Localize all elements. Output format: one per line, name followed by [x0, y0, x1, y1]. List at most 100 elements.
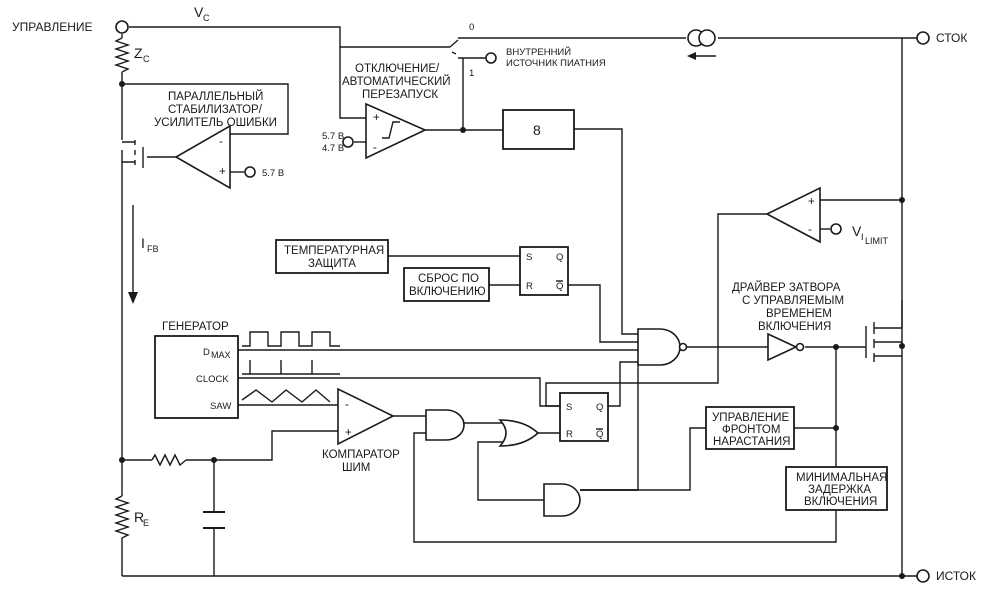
- ilimit-ref-pin: [830, 223, 842, 235]
- gate-driver: ДРАЙВЕР ЗАТВОРА С УПРАВЛЯЕМЫМ ВРЕМЕНЕМ В…: [732, 281, 844, 362]
- svg-text:МИНИМАЛЬНАЯ: МИНИМАЛЬНАЯ: [796, 472, 887, 484]
- svg-text:+: +: [345, 427, 352, 439]
- svg-text:+: +: [808, 196, 815, 208]
- svg-text:ОТКЛЮЧЕНИЕ/: ОТКЛЮЧЕНИЕ/: [355, 63, 440, 75]
- driver-label-3: ВРЕМЕНЕМ: [766, 308, 832, 320]
- junctions: [119, 81, 905, 579]
- hyst-v2: 4.7 В: [322, 143, 344, 154]
- oscillator: ГЕНЕРАТОР D MAX CLOCK SAW: [154, 321, 340, 419]
- svg-text:НАРАСТАНИЯ: НАРАСТАНИЯ: [713, 436, 790, 448]
- driver-label-1: ДРАЙВЕР ЗАТВОРА: [732, 281, 841, 294]
- drain-pin: [916, 31, 930, 45]
- svg-text:ТЕМПЕРАТУРНАЯ: ТЕМПЕРАТУРНАЯ: [284, 245, 384, 257]
- control-label: УПРАВЛЕНИЕ: [12, 20, 93, 34]
- svg-text:Q: Q: [596, 402, 603, 413]
- source-pin: [916, 569, 930, 583]
- current-sense-symbol: [687, 29, 716, 60]
- shunt-title-1: ПАРАЛЛЕЛЬНЫЙ: [168, 90, 263, 103]
- internal-supply-label-1: ВНУТРЕННИЙ: [506, 46, 571, 58]
- counter-label: 8: [533, 122, 541, 138]
- svg-text:СБРОС ПО: СБРОС ПО: [418, 273, 479, 285]
- ilimit-subsub: LIMIT: [865, 236, 889, 246]
- pwm-label-1: КОМПАРАТОР: [322, 449, 400, 461]
- wires: [121, 26, 918, 577]
- lower-and-gate: [543, 483, 581, 517]
- svg-text:ФРОНТОМ: ФРОНТОМ: [722, 424, 780, 436]
- osc-dmax-sub: MAX: [211, 350, 231, 360]
- counter-block: 8: [502, 109, 575, 150]
- svg-text:S: S: [566, 402, 572, 413]
- svg-text:Q: Q: [556, 281, 563, 292]
- svg-text:-: -: [808, 224, 812, 236]
- svg-text:-: -: [345, 399, 349, 411]
- svg-text:C: C: [203, 13, 210, 23]
- thermal-protection-box: ТЕМПЕРАТУРНАЯ ЗАЩИТА: [275, 239, 389, 274]
- shunt-ref-label: 5.7 В: [262, 168, 284, 179]
- switch-0-label: 0: [469, 22, 474, 33]
- internal-supply-label-2: ИСТОЧНИК ПИАТНИЯ: [506, 58, 606, 69]
- svg-text:+: +: [373, 112, 380, 124]
- osc-saw: SAW: [210, 401, 231, 412]
- internal-supply-pin: [485, 52, 497, 64]
- re-resistor: R E: [113, 495, 149, 539]
- or-gate: [498, 419, 540, 447]
- osc-dmax: D: [203, 347, 210, 358]
- svg-text:ВКЛЮЧЕНИЯ: ВКЛЮЧЕНИЯ: [804, 496, 877, 508]
- filter-resistor: [151, 453, 187, 467]
- svg-text:R: R: [134, 509, 144, 525]
- filter-capacitor: [203, 511, 225, 529]
- svg-text:Q: Q: [596, 429, 603, 440]
- ilimit-sub: I: [861, 232, 864, 242]
- svg-text:-: -: [219, 136, 223, 148]
- lower-latch: S R Q Q: [559, 392, 609, 442]
- hysteresis-comparator: + - 5.7 В 4.7 В: [322, 102, 427, 160]
- svg-text:V: V: [194, 4, 204, 20]
- svg-text:S: S: [526, 252, 532, 263]
- shutdown-label: ОТКЛЮЧЕНИЕ/ АВТОМАТИЧЕСКИЙ ПЕРЕЗАПУСК: [342, 63, 451, 101]
- current-limit-comparator: + - V I LIMIT: [765, 186, 889, 246]
- osc-title: ГЕНЕРАТОР: [162, 321, 229, 333]
- svg-text:R: R: [566, 429, 573, 440]
- svg-text:R: R: [526, 281, 533, 292]
- svg-text:Z: Z: [134, 45, 143, 61]
- shunt-title-3: УСИЛИТЕЛЬ ОШИБКИ: [154, 117, 277, 129]
- svg-text:Q: Q: [556, 252, 563, 263]
- edge-rate-control-box: УПРАВЛЕНИЕ ФРОНТОМ НАРАСТАНИЯ: [705, 406, 795, 450]
- zc-resistor: Z C: [113, 37, 150, 73]
- drain-label: СТОК: [936, 31, 967, 45]
- main-and-gate: [637, 328, 688, 366]
- driver-label-2: С УПРАВЛЯЕМЫМ: [742, 295, 844, 307]
- svg-text:ЗАДЕРЖКА: ЗАДЕРЖКА: [808, 484, 871, 496]
- svg-text:УПРАВЛЕНИЕ: УПРАВЛЕНИЕ: [712, 412, 789, 424]
- source-label: ИСТОК: [936, 569, 976, 583]
- svg-text:-: -: [373, 142, 377, 154]
- shunt-title-2: СТАБИЛИЗАТОР/: [168, 104, 263, 116]
- svg-text:ЗАЩИТА: ЗАЩИТА: [308, 258, 356, 270]
- ilimit-v: V: [852, 223, 862, 239]
- shunt-ref-pin: [244, 166, 256, 178]
- svg-text:FB: FB: [147, 244, 159, 254]
- driver-label-4: ВКЛЮЧЕНИЯ: [758, 321, 831, 333]
- shunt-amplifier: - + 5.7 В ПАРАЛЛЕЛЬНЫЙ СТАБИЛИЗАТОР/ УСИ…: [154, 90, 284, 190]
- upper-latch: S R Q Q: [519, 246, 569, 296]
- shunt-mosfet: [122, 140, 144, 168]
- svg-text:C: C: [143, 54, 150, 64]
- pwm-label-2: ШИМ: [342, 462, 370, 474]
- switch-1-label: 1: [469, 68, 474, 79]
- hyst-v1: 5.7 В: [322, 131, 344, 142]
- control-pin: [115, 20, 129, 34]
- svg-text:E: E: [143, 518, 149, 528]
- ifb-arrow: I FB: [128, 205, 159, 304]
- vc-label: V C: [194, 4, 210, 23]
- svg-text:ВКЛЮЧЕНИЮ: ВКЛЮЧЕНИЮ: [409, 286, 486, 298]
- svg-text:+: +: [219, 166, 226, 178]
- min-on-time-box: МИНИМАЛЬНАЯ ЗАДЕРЖКА ВКЛЮЧЕНИЯ: [785, 466, 888, 511]
- svg-text:I: I: [141, 235, 145, 251]
- pwm-comparator: - + КОМПАРАТОР ШИМ: [322, 387, 400, 474]
- pwm-and-gate: [425, 409, 465, 441]
- supply-switch: 0 1 ВНУТРЕННИЙ ИСТОЧНИК ПИАТНИЯ: [449, 22, 606, 79]
- svg-text:АВТОМАТИЧЕСКИЙ: АВТОМАТИЧЕСКИЙ: [342, 75, 451, 88]
- osc-clock: CLOCK: [196, 374, 229, 385]
- power-on-reset-box: СБРОС ПО ВКЛЮЧЕНИЮ: [403, 267, 490, 302]
